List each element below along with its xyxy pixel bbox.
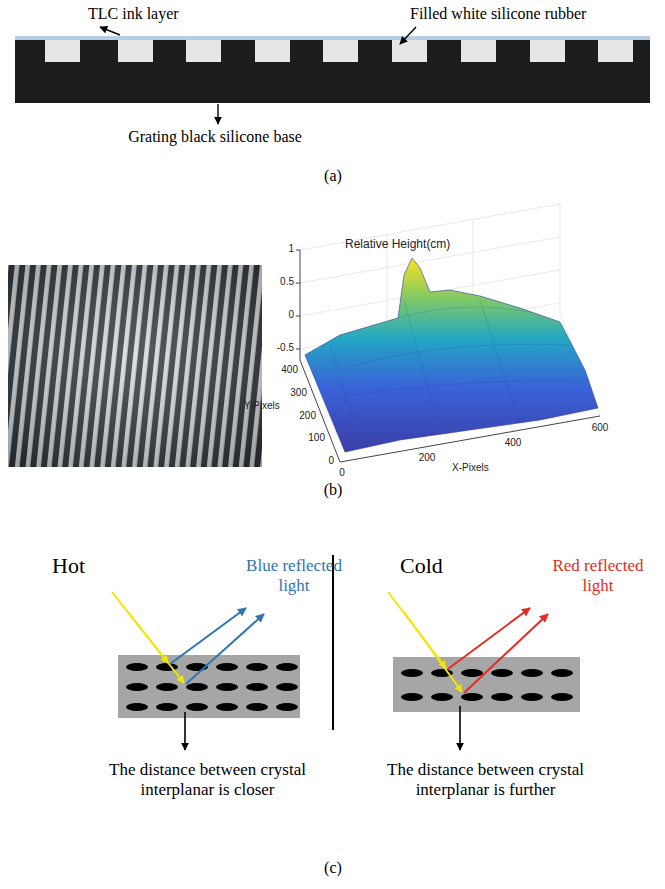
tick-label: 600 [585, 422, 615, 434]
tick-label: 0.5 [264, 276, 294, 288]
axis-title: Relative Height(cm) [345, 237, 450, 251]
leader-arrow [400, 27, 416, 44]
panel-label: (c) [293, 858, 373, 877]
white-silicone-fills [45, 40, 633, 62]
reflected-light [170, 608, 246, 664]
tick-label: 200 [286, 410, 316, 422]
axis-title: X-Pixels [452, 462, 489, 474]
tick-label: 0 [304, 455, 334, 467]
tick-label: 400 [498, 437, 528, 449]
white-fill [392, 40, 427, 62]
cold-illustration [388, 592, 580, 750]
image-shading [8, 265, 262, 467]
tick-label: 0 [264, 309, 294, 321]
white-fill [530, 40, 565, 62]
leader-arrow [100, 27, 120, 35]
divider-line [332, 555, 334, 730]
tick-label: 300 [277, 387, 307, 399]
black-silicone-base [15, 40, 650, 103]
note-label: The distance between crystal interplanar… [90, 760, 325, 801]
reflected-light [464, 614, 548, 693]
pointer-arrow [184, 712, 186, 750]
tlc-ink-layer [15, 36, 650, 40]
tick-label: 200 [412, 452, 442, 464]
white-fill [598, 40, 633, 62]
crystal-molecules [126, 663, 298, 711]
white-fill [118, 40, 153, 62]
stripe-photo [8, 265, 262, 467]
height-surface [305, 258, 598, 452]
reflected-light [448, 608, 530, 669]
tick-label: 400 [268, 364, 298, 376]
reflected-light [186, 614, 264, 684]
incident-light [128, 612, 184, 683]
white-fill [323, 40, 358, 62]
tick-label: 0 [327, 467, 357, 479]
white-fill [255, 40, 290, 62]
part-label: Filled white silicone rubber [410, 4, 586, 23]
light-label: Red reflected light [542, 556, 654, 597]
pointer-arrow [459, 706, 461, 750]
crystal-slab [393, 657, 580, 712]
fringe-image [8, 265, 262, 467]
crystal-molecules [401, 669, 573, 701]
surface-mesh [330, 300, 590, 440]
white-fill [45, 40, 80, 62]
white-fill [186, 40, 221, 62]
tick-label: -0.5 [264, 342, 294, 354]
panel-label: (b) [293, 480, 373, 499]
state-label: Cold [400, 553, 443, 579]
note-label: The distance between crystal interplanar… [368, 760, 603, 801]
grating-cross-section [15, 27, 650, 124]
incident-light [404, 612, 462, 692]
plot-axes [296, 250, 600, 462]
tick-label: 100 [295, 432, 325, 444]
white-fill [461, 40, 496, 62]
light-label: Blue reflected light [238, 556, 350, 597]
tick-label: 1 [264, 243, 294, 255]
panel-label: (a) [293, 166, 373, 185]
leader-arrow [217, 104, 218, 124]
surface-plot [296, 204, 600, 462]
part-label: Grating black silicone base [95, 127, 335, 146]
hot-illustration [112, 592, 300, 750]
part-label: TLC ink layer [88, 4, 179, 23]
state-label: Hot [52, 553, 85, 579]
axis-title: Y-Pixels [244, 400, 280, 412]
